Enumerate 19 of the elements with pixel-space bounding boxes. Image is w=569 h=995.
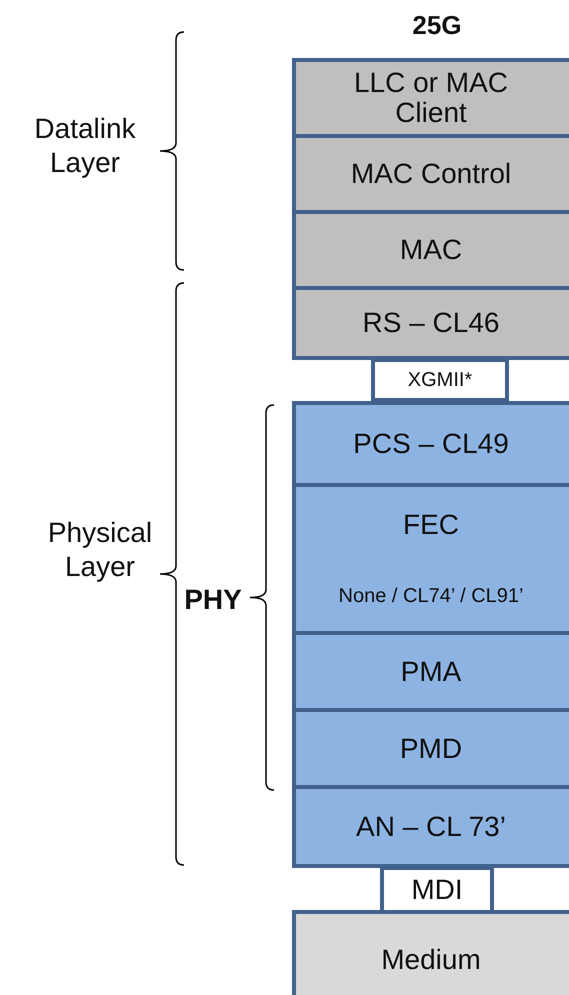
layer-label: MAC xyxy=(400,235,462,265)
layer-label: MAC Control xyxy=(350,159,512,189)
layer-group-label: PHY xyxy=(183,583,243,617)
layer-label: MDI xyxy=(411,875,463,905)
layer-label: PMD xyxy=(400,734,462,764)
layer-label: AN – CL 73’ xyxy=(356,812,506,842)
layer-label: FEC xyxy=(403,510,459,540)
layer-group-label: Datalink Layer xyxy=(33,112,137,180)
layer-label: PCS – CL49 xyxy=(353,429,509,459)
layer-label: PMA xyxy=(400,656,462,686)
layer-label: LLC or MAC Client xyxy=(352,68,510,128)
layer-label: Medium xyxy=(381,945,481,975)
layer-box xyxy=(371,358,509,402)
layer-label: XGMII* xyxy=(408,368,472,392)
title: 25G xyxy=(411,9,463,42)
layer-label: RS – CL46 xyxy=(362,308,500,338)
layer-group-label: Physical Layer xyxy=(46,516,154,584)
layer-box xyxy=(292,910,569,995)
layer-sublabel: None / CL74’ / CL91’ xyxy=(338,585,524,608)
